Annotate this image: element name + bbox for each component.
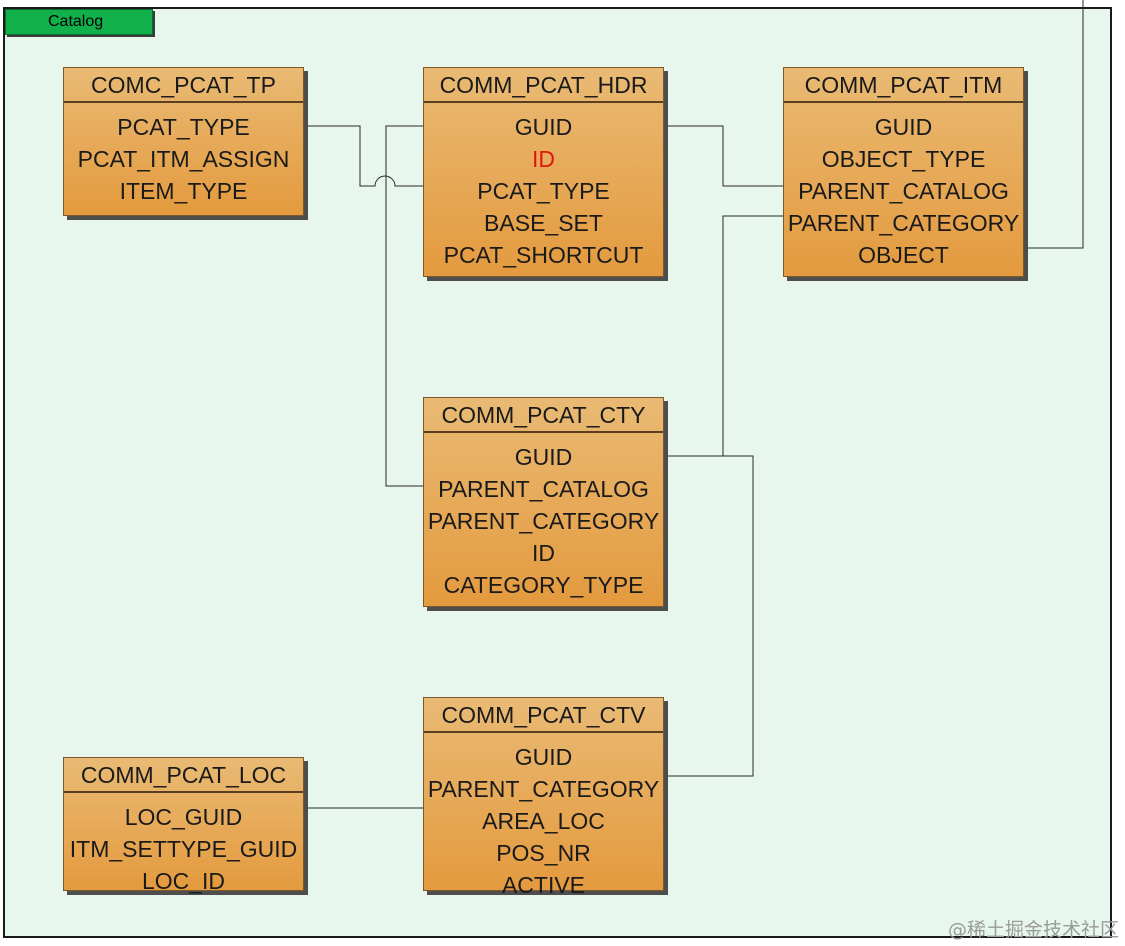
table-comm-pcat-hdr[interactable]: COMM_PCAT_HDR GUID ID PCAT_TYPE BASE_SET PCAT… xyxy=(423,67,664,277)
field-category-type: CATEGORY_TYPE xyxy=(443,572,644,598)
table-title: COMM_PCAT_LOC xyxy=(64,758,303,793)
field-list: PCAT_TYPE PCAT_ITM_ASSIGN ITEM_TYPE xyxy=(64,103,303,207)
field-pcat-shortcut: PCAT_SHORTCUT xyxy=(443,242,644,268)
table-title: COMM_PCAT_CTV xyxy=(424,698,663,733)
table-title: COMM_PCAT_CTY xyxy=(424,398,663,433)
field-itm-settype-guid: ITM_SETTYPE_GUID xyxy=(69,836,298,862)
table-comm-pcat-ctv[interactable]: COMM_PCAT_CTV GUID PARENT_CATEGORY AREA_LOC… xyxy=(423,697,664,898)
table-comc-pcat-tp[interactable]: COMC_PCAT_TP PCAT_TYPE PCAT_ITM_ASSIGN ITEM… xyxy=(63,67,304,216)
connector-tp-type-to-hdr-type xyxy=(244,125,470,187)
field-guid: GUID xyxy=(874,114,933,140)
connector-cty-guid-to-ctv-parent-category xyxy=(576,455,754,777)
field-guid: GUID xyxy=(514,744,573,770)
field-list: GUID PARENT_CATALOG PARENT_CATEGORY ID CATEG… xyxy=(424,433,663,601)
field-area-loc: AREA_LOC xyxy=(482,808,605,834)
watermark: @稀土掘金技术社区 xyxy=(947,919,1119,941)
field-item-type: ITEM_TYPE xyxy=(119,178,248,204)
field-parent-category: PARENT_CATEGORY xyxy=(427,776,660,802)
field-guid: GUID xyxy=(514,114,573,140)
field-parent-catalog: PARENT_CATALOG xyxy=(798,178,1009,204)
table-comm-pcat-itm[interactable]: COMM_PCAT_ITM GUID OBJECT_TYPE PARENT_CATAL… xyxy=(783,67,1024,277)
table-title: COMM_PCAT_HDR xyxy=(424,68,663,103)
field-pcat-itm-assign: PCAT_ITM_ASSIGN xyxy=(77,146,290,172)
field-loc-guid: LOC_GUID xyxy=(124,804,243,830)
table-title: COMM_PCAT_ITM xyxy=(784,68,1023,103)
field-parent-catalog: PARENT_CATALOG xyxy=(438,476,649,502)
field-active: ACTIVE xyxy=(501,872,586,898)
field-pos-nr: POS_NR xyxy=(496,840,591,866)
field-parent-category: PARENT_CATEGORY xyxy=(427,508,660,534)
table-title: COMC_PCAT_TP xyxy=(64,68,303,103)
field-list: GUID ID PCAT_TYPE BASE_SET PCAT_SHORTCUT xyxy=(424,103,663,271)
field-parent-category: PARENT_CATEGORY xyxy=(787,210,1020,236)
field-id: ID xyxy=(532,540,555,566)
field-id: ID xyxy=(532,146,555,172)
frame-title-tab: Catalog xyxy=(5,9,153,35)
field-list: GUID OBJECT_TYPE PARENT_CATALOG PARENT_CATE… xyxy=(784,103,1023,271)
field-list: GUID PARENT_CATEGORY AREA_LOC POS_NR ACTIVE xyxy=(424,733,663,901)
field-base-set: BASE_SET xyxy=(484,210,603,236)
field-object: OBJECT xyxy=(858,242,949,268)
field-guid: GUID xyxy=(514,444,573,470)
field-pcat-type: PCAT_TYPE xyxy=(477,178,610,204)
field-loc-id: LOC_ID xyxy=(141,868,226,894)
field-pcat-type: PCAT_TYPE xyxy=(117,114,250,140)
field-list: LOC_GUID ITM_SETTYPE_GUID LOC_ID xyxy=(64,793,303,897)
field-object-type: OBJECT_TYPE xyxy=(821,146,986,172)
table-comm-pcat-cty[interactable]: COMM_PCAT_CTY GUID PARENT_CATALOG PARENT_CA… xyxy=(423,397,664,607)
